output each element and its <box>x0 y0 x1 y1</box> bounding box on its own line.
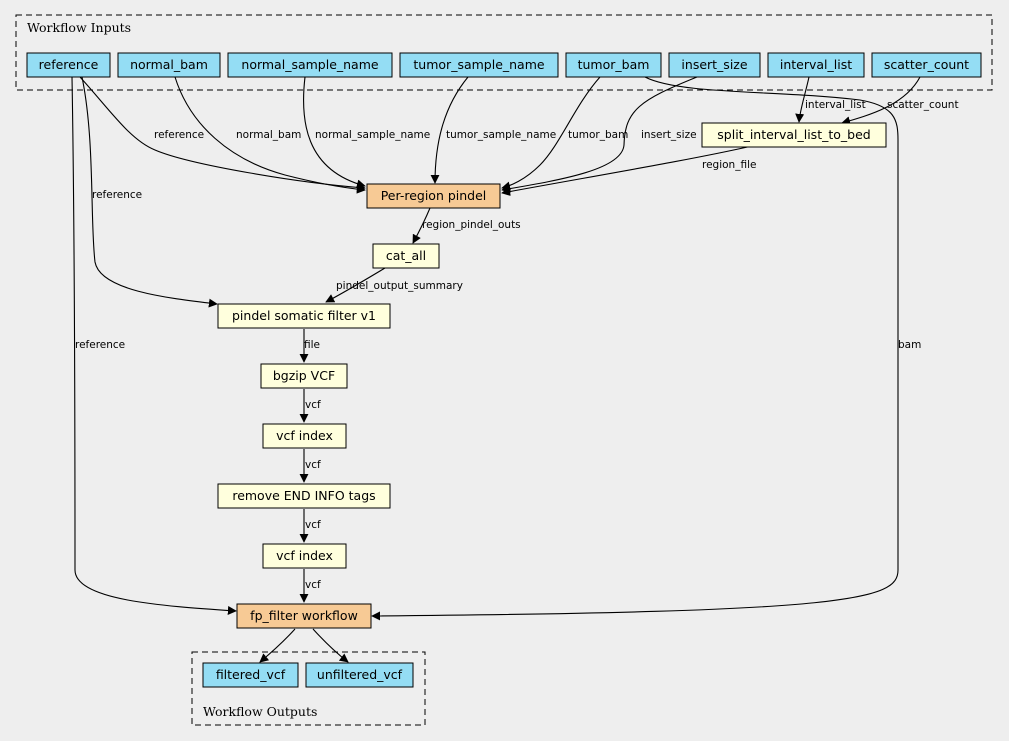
edge-unfiltered-vcf <box>312 628 349 663</box>
edge-region-file <box>501 145 753 196</box>
step-node-remove-end-info-tags[interactable]: remove END INFO tags <box>217 483 391 509</box>
edge-normal-sample-name <box>303 76 366 189</box>
svg-text:interval_list: interval_list <box>780 57 852 72</box>
edge-normal-bam <box>174 76 366 194</box>
edge-label-vcf-2: vcf <box>305 459 321 471</box>
svg-text:Per-region pindel: Per-region pindel <box>381 188 487 203</box>
input-node-tumor-bam[interactable]: tumor_bam <box>565 52 662 78</box>
edge-label-reference: reference <box>154 129 204 141</box>
input-node-normal-bam[interactable]: normal_bam <box>117 52 221 78</box>
input-node-reference[interactable]: reference <box>26 52 111 78</box>
edge-label-pindel-output-summary: pindel_output_summary <box>336 280 463 292</box>
svg-text:cat_all: cat_all <box>386 248 426 263</box>
step-nodes: split_interval_list_to_bed Per-region pi… <box>217 122 887 629</box>
edge-bam <box>371 76 899 621</box>
step-node-cat-all[interactable]: cat_all <box>372 243 440 269</box>
svg-text:bgzip VCF: bgzip VCF <box>273 368 335 383</box>
svg-text:reference: reference <box>39 57 99 72</box>
edge-label-region-pindel-outs: region_pindel_outs <box>422 219 521 231</box>
edge-reference-to-pindel <box>79 76 366 192</box>
svg-text:pindel somatic filter v1: pindel somatic filter v1 <box>232 308 376 323</box>
step-node-bgzip-vcf[interactable]: bgzip VCF <box>260 363 348 389</box>
svg-text:normal_sample_name: normal_sample_name <box>241 57 379 72</box>
edge-labels: reference normal_bam normal_sample_name … <box>75 99 959 591</box>
edge-scatter-count <box>841 76 921 126</box>
svg-text:filtered_vcf: filtered_vcf <box>216 667 286 682</box>
edge-label-reference-filter: reference <box>92 189 142 201</box>
edge-pindel-output-summary <box>325 267 386 303</box>
edge-label-file: file <box>304 339 320 351</box>
step-node-vcf-index-2[interactable]: vcf index <box>262 543 347 569</box>
svg-text:fp_filter workflow: fp_filter workflow <box>250 608 358 623</box>
edge-label-vcf-3: vcf <box>305 519 321 531</box>
edge-insert-size <box>501 76 698 194</box>
input-nodes: reference normal_bam normal_sample_name … <box>26 52 982 78</box>
edge-label-tumor-sample-name: tumor_sample_name <box>446 129 556 141</box>
input-node-normal-sample-name[interactable]: normal_sample_name <box>227 52 393 78</box>
edge-reference-to-fp <box>71 76 237 615</box>
edge-label-normal-bam: normal_bam <box>236 129 301 141</box>
edge-tumor-sample-name <box>430 76 469 184</box>
output-node-unfiltered-vcf[interactable]: unfiltered_vcf <box>305 662 414 688</box>
edge-label-bam: bam <box>898 339 921 351</box>
output-node-filtered-vcf[interactable]: filtered_vcf <box>202 662 299 688</box>
edge-label-vcf-1: vcf <box>305 399 321 411</box>
input-node-scatter-count[interactable]: scatter_count <box>871 52 982 78</box>
edge-label-vcf-4: vcf <box>305 579 321 591</box>
step-node-vcf-index-1[interactable]: vcf index <box>262 423 347 449</box>
edge-label-insert-size: insert_size <box>641 129 697 141</box>
svg-text:vcf index: vcf index <box>276 548 333 563</box>
workflow-inputs-title: Workflow Inputs <box>27 20 131 35</box>
workflow-outputs-title: Workflow Outputs <box>203 704 317 719</box>
workflow-node-per-region-pindel[interactable]: Per-region pindel <box>366 183 501 209</box>
edge-label-scatter-count: scatter_count <box>887 99 959 111</box>
edge-region-pindel-outs <box>412 207 431 244</box>
edge-tumor-bam <box>501 76 601 191</box>
edge-label-normal-sample-name: normal_sample_name <box>315 129 430 141</box>
svg-text:normal_bam: normal_bam <box>130 57 208 72</box>
input-node-tumor-sample-name[interactable]: tumor_sample_name <box>399 52 559 78</box>
svg-text:tumor_bam: tumor_bam <box>578 57 650 72</box>
edge-reference-to-filter <box>81 76 218 308</box>
edge-label-region-file: region_file <box>702 159 756 171</box>
output-nodes: filtered_vcf unfiltered_vcf <box>202 662 414 688</box>
svg-text:scatter_count: scatter_count <box>884 57 969 72</box>
input-node-interval-list[interactable]: interval_list <box>767 52 865 78</box>
step-node-pindel-somatic-filter[interactable]: pindel somatic filter v1 <box>217 303 391 329</box>
workflow-inputs-cluster: Workflow Inputs <box>15 14 993 91</box>
edge-interval-list <box>795 76 810 123</box>
svg-text:vcf index: vcf index <box>276 428 333 443</box>
workflow-outputs-cluster: Workflow Outputs <box>191 651 426 726</box>
edge-label-interval-list: interval_list <box>805 99 866 111</box>
svg-text:split_interval_list_to_bed: split_interval_list_to_bed <box>717 127 870 142</box>
step-node-split-interval-list-to-bed[interactable]: split_interval_list_to_bed <box>701 122 887 148</box>
edge-label-tumor-bam: tumor_bam <box>568 129 628 141</box>
svg-text:tumor_sample_name: tumor_sample_name <box>413 57 544 72</box>
input-node-insert-size[interactable]: insert_size <box>668 52 761 78</box>
svg-text:remove END INFO tags: remove END INFO tags <box>232 488 375 503</box>
workflow-node-fp-filter[interactable]: fp_filter workflow <box>236 603 372 629</box>
edge-label-reference-fp: reference <box>75 339 125 351</box>
edge-filtered-vcf <box>259 628 296 663</box>
svg-text:unfiltered_vcf: unfiltered_vcf <box>317 667 403 682</box>
edges <box>71 76 921 663</box>
svg-text:insert_size: insert_size <box>681 57 747 72</box>
